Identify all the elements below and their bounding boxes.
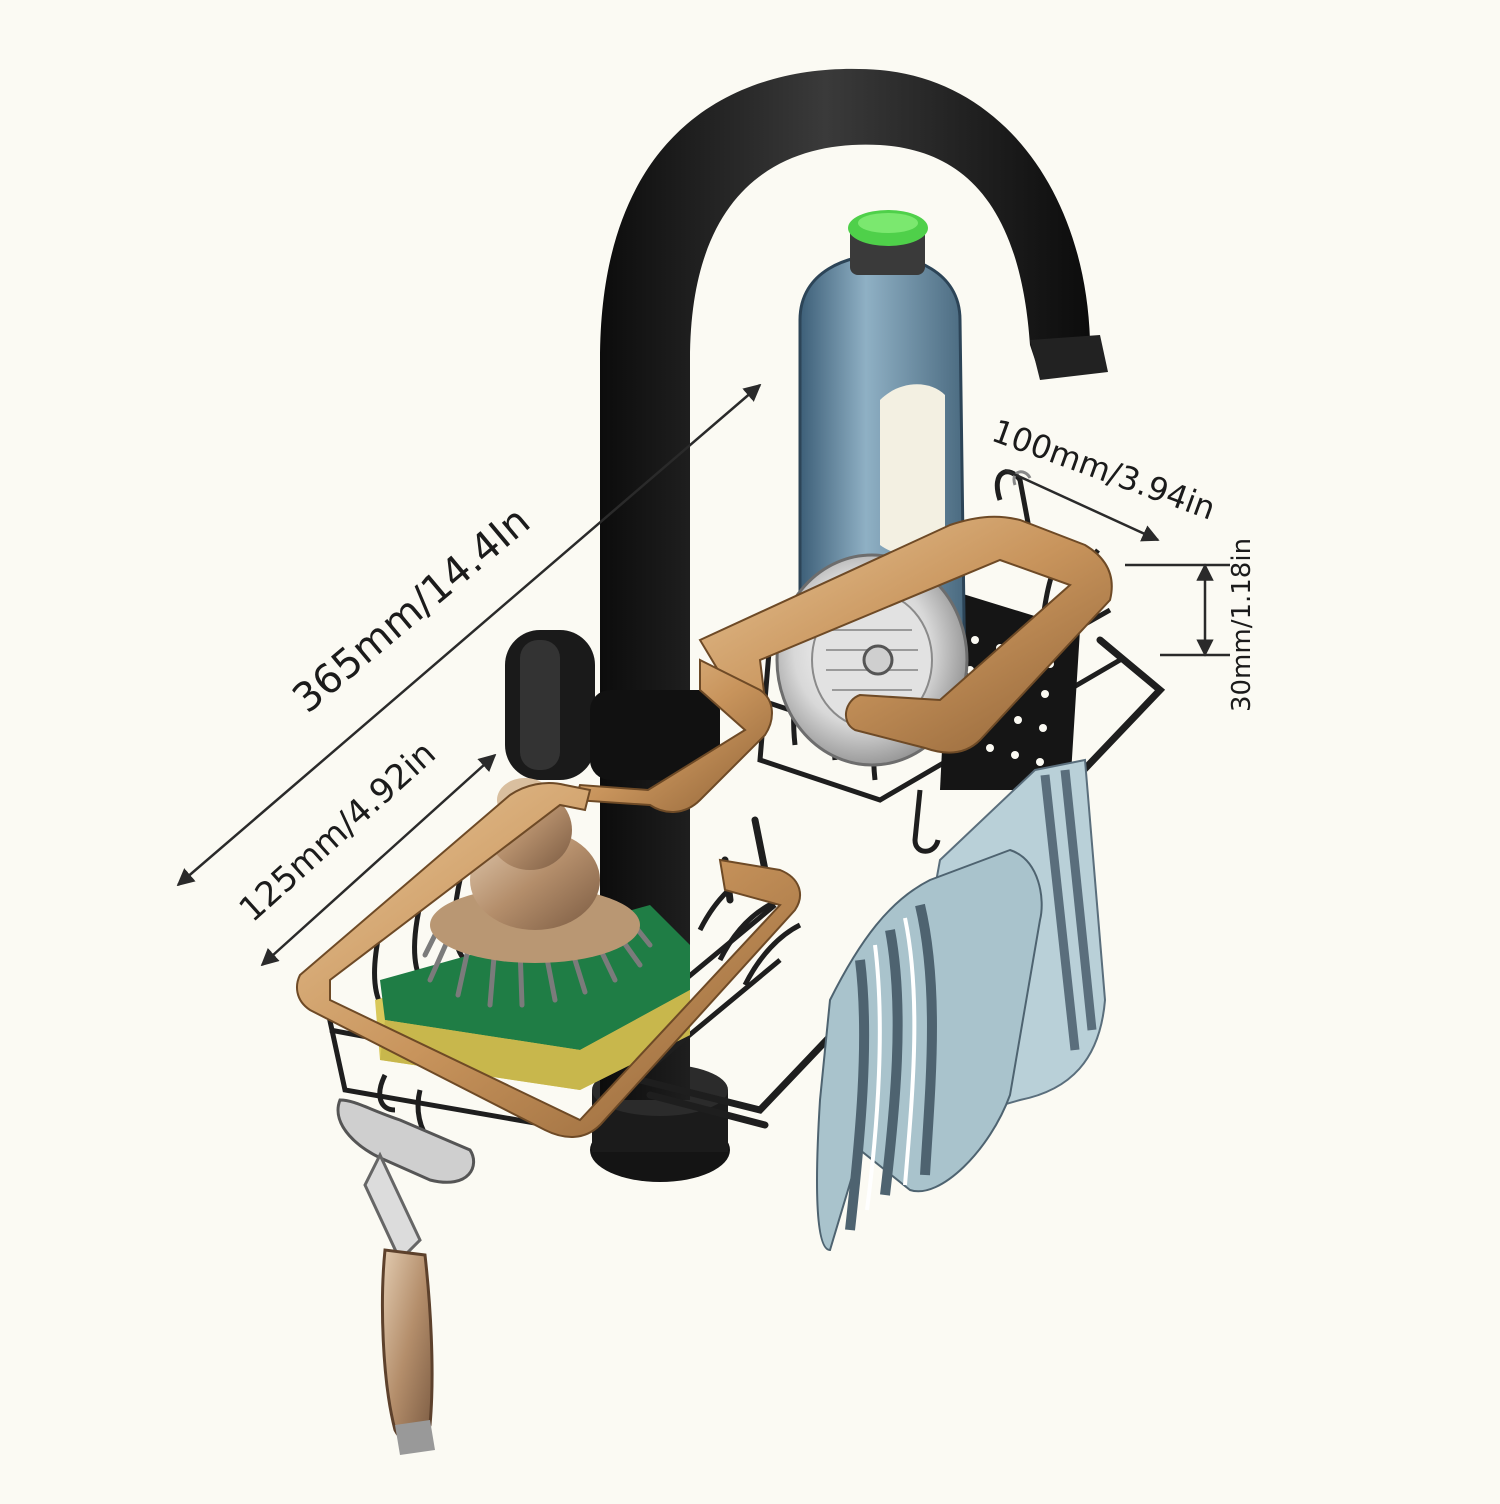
- left-basket-length-line: [260, 753, 497, 967]
- dimension-lines: [176, 383, 1230, 967]
- vegetable-peeler: [336, 1098, 476, 1455]
- basket-height-label: 30mm/1.18in: [1227, 538, 1257, 712]
- right-basket-rim: [698, 515, 1113, 754]
- total-length-label: 365mm/14.4In: [284, 498, 539, 722]
- right-basket-width-label: 100mm/3.94in: [987, 412, 1220, 528]
- right-basket-width-line: [1004, 468, 1160, 542]
- kitchen-towel: [816, 758, 1107, 1252]
